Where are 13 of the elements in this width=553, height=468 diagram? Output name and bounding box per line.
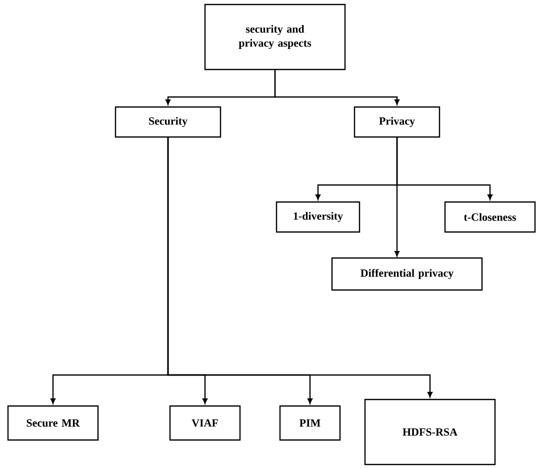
category-box: security and privacy aspects — [204, 4, 346, 70]
category-box: Privacy — [354, 106, 440, 138]
category-box: HDFS-RSA — [364, 398, 496, 466]
category-box: Security — [114, 106, 222, 138]
category-box: 1-diversity — [276, 201, 360, 233]
category-box: Differential privacy — [331, 257, 483, 291]
arrow — [167, 138, 432, 398]
arrow — [394, 138, 400, 256]
category-box: Secure MR — [7, 405, 99, 441]
arrow — [274, 70, 400, 105]
category-box: t-Closeness — [444, 201, 536, 233]
category-box: VIAF — [169, 405, 241, 441]
category-box: PIM — [279, 405, 341, 441]
